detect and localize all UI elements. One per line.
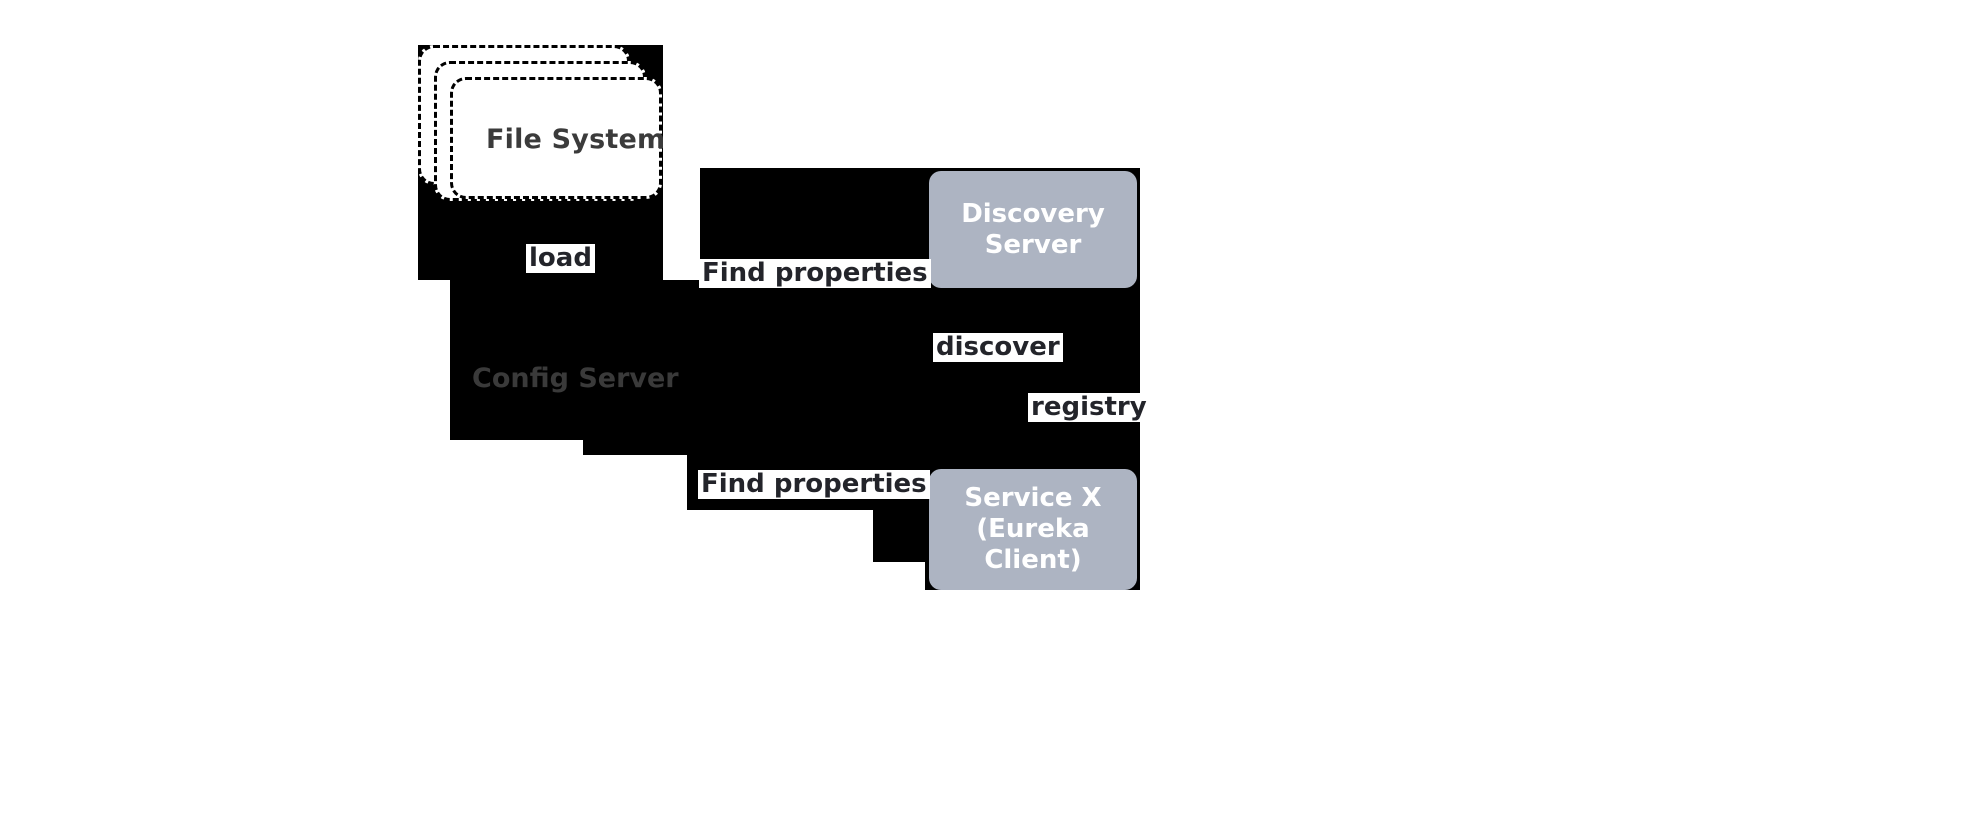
edge-label-find-properties-discovery: Find properties [699, 259, 931, 289]
service-x-label: Service X (Eureka Client) [964, 483, 1102, 575]
edge-label-registry: registry [1028, 393, 1150, 423]
edge-label-discover: discover [933, 333, 1063, 363]
artifact-block-config-main [583, 280, 1140, 455]
edge-label-find-properties-service: Find properties [698, 470, 930, 500]
service-x-node[interactable]: Service X (Eureka Client) [929, 469, 1137, 590]
edge-label-load: load [526, 244, 595, 274]
discovery-server-label: Discovery Server [961, 198, 1105, 260]
config-server-label: Config Server [472, 363, 679, 394]
file-system-label: File System [486, 124, 666, 155]
artifact-block-config-left [450, 280, 583, 440]
file-system-card-front[interactable] [450, 77, 662, 199]
discovery-server-node[interactable]: Discovery Server [929, 171, 1137, 288]
